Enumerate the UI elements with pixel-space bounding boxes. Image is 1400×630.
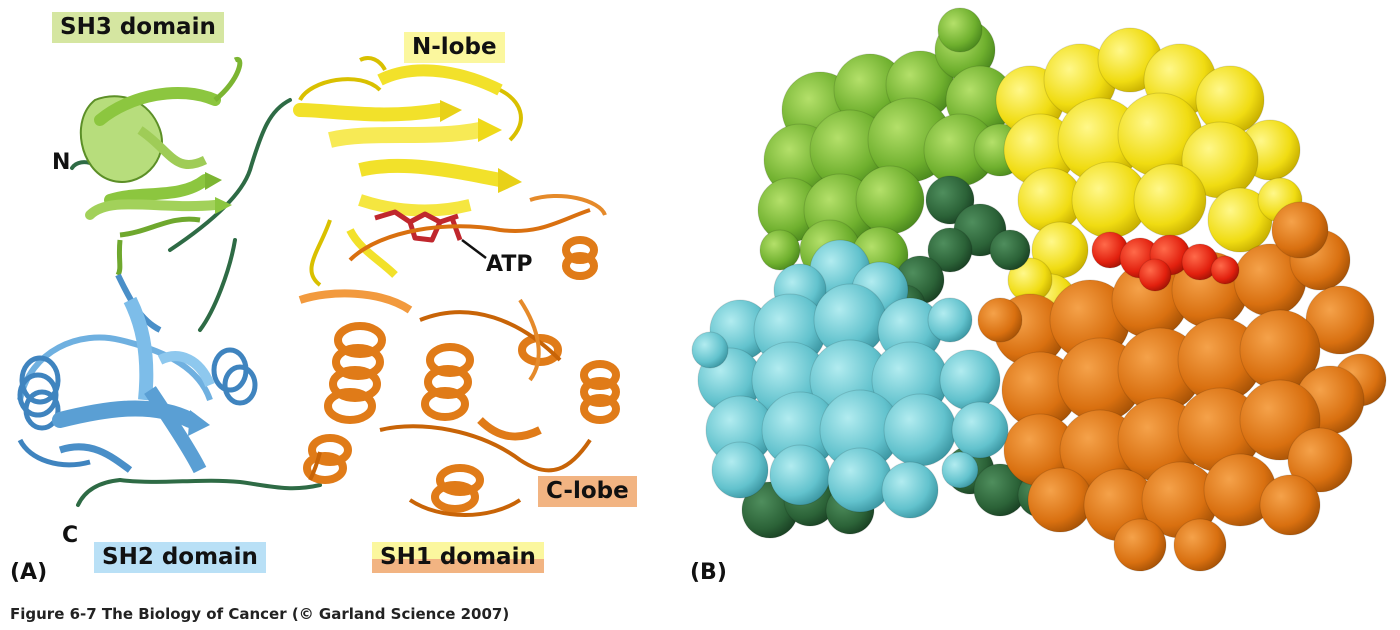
panel-b-label: (B)	[690, 560, 727, 585]
n-terminus-label: N	[52, 150, 71, 175]
n-lobe-label: N-lobe	[404, 32, 505, 63]
atp-arrow-icon	[461, 239, 487, 259]
sh3-ribbon	[79, 56, 243, 277]
c-lobe-ribbon	[298, 193, 620, 517]
ribbon-structure-diagram	[17, 56, 620, 517]
atp-surface	[1091, 231, 1240, 292]
sh1-label-text: SH1 domain	[380, 544, 536, 570]
linker-chain	[70, 98, 322, 507]
n-lobe-ribbon	[293, 56, 523, 287]
sh2-surface	[691, 239, 1009, 519]
atp-label: ATP	[486, 252, 533, 277]
c-terminus-label: C	[62, 523, 79, 548]
sh1-domain-label: SH1 domain	[372, 542, 544, 573]
space-filling-structure-diagram	[691, 7, 1387, 572]
linker-surface	[741, 175, 1063, 539]
c-lobe-surface	[977, 201, 1387, 572]
panel-a-label: (A)	[10, 560, 48, 585]
sh2-ribbon	[17, 273, 258, 474]
figure-caption: Figure 6-7 The Biology of Cancer (© Garl…	[10, 605, 510, 623]
sh2-domain-label: SH2 domain	[94, 542, 266, 573]
sh1-label-bottom-band	[372, 559, 544, 573]
c-lobe-label: C-lobe	[538, 476, 637, 507]
sh3-domain-label: SH3 domain	[52, 12, 224, 43]
